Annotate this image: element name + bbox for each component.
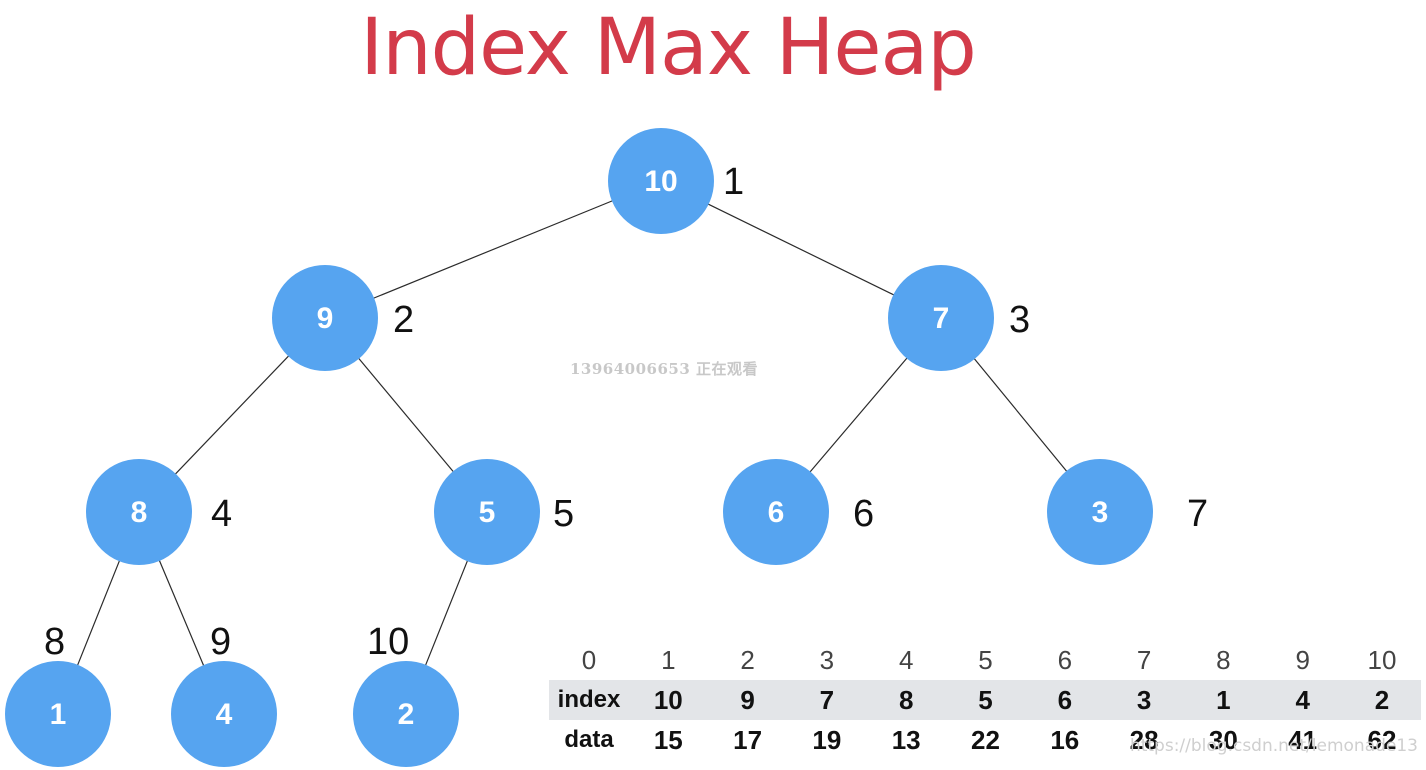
heap-edge: [357, 356, 455, 474]
array-table: 0 1 2 3 4 5 6 7 8 9 10 index 10 9 7 8 5 6 3 1 4 2 data 15 17…: [549, 640, 1421, 760]
heap-node-value: 10: [644, 165, 677, 198]
heap-edge: [706, 202, 896, 297]
array-index-header-row: 0 1 2 3 4 5 6 7 8 9 10: [549, 640, 1421, 680]
heap-edge: [424, 559, 469, 667]
array-value-cell: 28: [1129, 725, 1159, 755]
array-index-cell: 5: [978, 645, 993, 675]
heap-edge: [76, 559, 121, 667]
heap-node-circle: [888, 265, 994, 371]
edges-layer: [76, 199, 1069, 668]
heap-node-value: 2: [398, 698, 415, 731]
array-value-cell: 10: [653, 685, 683, 715]
credit-watermark: https://blog.csdn.net/lemonade13: [1129, 736, 1418, 756]
heap-node-circle: [353, 661, 459, 767]
array-row-data: data 15 17 19 13 22 16 28 30 41 62: [549, 720, 1421, 760]
heap-node-position: 9: [210, 621, 231, 663]
array-index-cell: 7: [1136, 645, 1152, 675]
array-value-cell: 62: [1367, 725, 1397, 755]
heap-node-position: 4: [211, 493, 232, 535]
array-value-cell: 30: [1208, 725, 1238, 755]
heap-node-circle: [86, 459, 192, 565]
array-value-cell: 17: [733, 725, 763, 755]
array-index-cell: 6: [1057, 645, 1073, 675]
array-value-cell: 1: [1216, 685, 1231, 715]
heap-edge: [173, 354, 291, 476]
array-row-label: index: [557, 686, 621, 713]
array-index-cell: 10: [1367, 645, 1397, 675]
array-row-label: data: [564, 726, 614, 753]
array-value-cell: 41: [1288, 725, 1318, 755]
heap-node-value: 4: [216, 698, 233, 731]
heap-edge: [808, 356, 909, 474]
heap-edge: [972, 357, 1069, 473]
array-value-cell: 7: [819, 685, 835, 715]
heap-node-circle: [608, 128, 714, 234]
array-index-cell: 9: [1295, 645, 1310, 675]
array-index-cell: 1: [661, 645, 676, 675]
array-index-cell: 8: [1216, 645, 1231, 675]
array-value-cell: 4: [1295, 685, 1310, 715]
array-value-cell: 15: [653, 725, 683, 755]
heap-node-position: 7: [1187, 493, 1208, 535]
array-value-cell: 9: [740, 685, 755, 715]
array-value-cell: 8: [898, 685, 914, 715]
heap-node: 2 10: [353, 621, 459, 767]
heap-node-circle: [171, 661, 277, 767]
array-value-cell: 2: [1374, 685, 1390, 715]
array-value-cell: 16: [1050, 725, 1080, 755]
heap-node-position: 1: [723, 161, 744, 203]
array-index-cell: 3: [819, 645, 835, 675]
array-value-cell: 13: [891, 725, 921, 755]
viewer-watermark: 13964006653 正在观看: [570, 360, 759, 378]
page-title: Index Max Heap: [360, 3, 977, 93]
heap-node-value: 6: [768, 496, 785, 529]
heap-node-circle: [434, 459, 540, 565]
heap-node-position: 10: [367, 621, 409, 663]
array-row-index: index 10 9 7 8 5 6 3 1 4 2: [549, 680, 1421, 720]
array-index-cell: 0: [581, 645, 597, 675]
array-value-cell: 22: [971, 725, 1000, 755]
heap-node: 49: [171, 621, 277, 767]
heap-node-value: 5: [479, 496, 496, 529]
heap-edge: [158, 558, 205, 668]
array-value-cell: 6: [1057, 685, 1073, 715]
heap-node: 18: [5, 621, 111, 767]
heap-node-position: 5: [553, 493, 574, 535]
heap-edge: [371, 199, 615, 300]
heap-node-position: 2: [393, 299, 414, 341]
heap-node-value: 8: [131, 496, 148, 529]
array-index-cell: 4: [898, 645, 914, 675]
heap-node-position: 8: [44, 621, 65, 663]
heap-node-circle: [272, 265, 378, 371]
heap-node-value: 1: [50, 698, 67, 731]
heap-node-position: 3: [1009, 299, 1030, 341]
array-value-cell: 3: [1136, 685, 1152, 715]
heap-node-circle: [5, 661, 111, 767]
heap-node-circle: [723, 459, 829, 565]
heap-node-circle: [1047, 459, 1153, 565]
array-value-cell: 5: [978, 685, 993, 715]
heap-node-value: 3: [1092, 496, 1109, 529]
array-value-cell: 19: [812, 725, 842, 755]
heap-node-position: 6: [853, 493, 874, 535]
array-index-cell: 2: [740, 645, 755, 675]
heap-node-value: 9: [317, 302, 334, 335]
heap-node-value: 7: [933, 302, 950, 335]
heap-node: 10 1: [608, 128, 744, 234]
